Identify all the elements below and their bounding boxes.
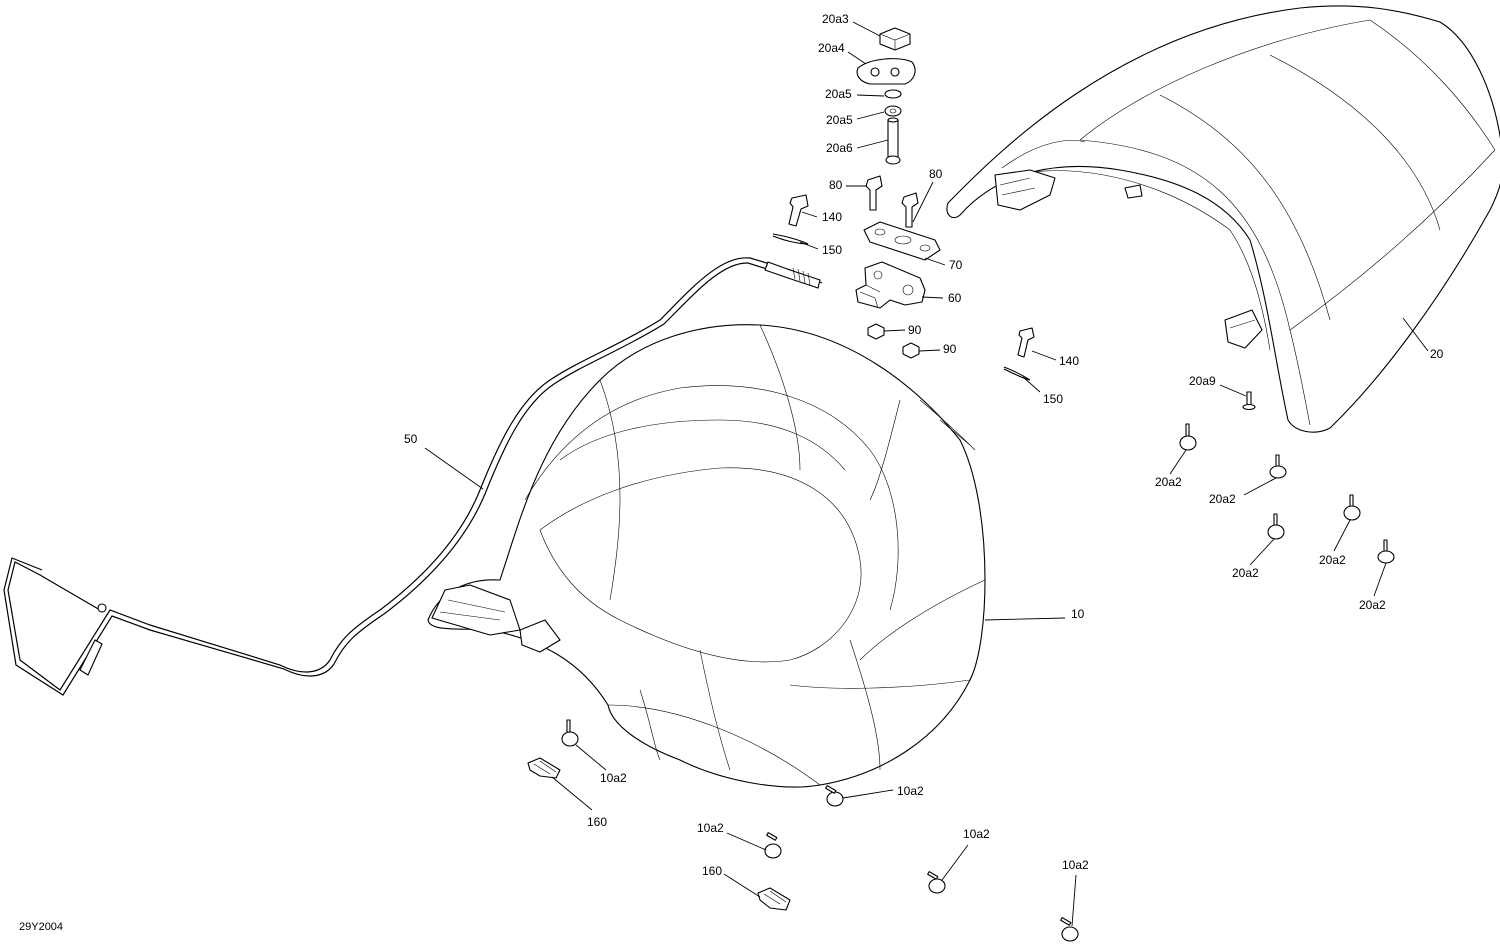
main-seat-part-10 <box>427 324 986 788</box>
callout-10: 10 <box>1071 607 1085 621</box>
drawing-id: 29Y2004 <box>19 921 63 933</box>
callout-10a2-2: 10a2 <box>897 784 924 798</box>
callout-140-top: 140 <box>822 210 842 224</box>
callout-80-left: 80 <box>829 178 843 192</box>
callout-20: 20 <box>1430 347 1444 361</box>
callout-150-top: 150 <box>822 243 842 257</box>
callout-20a2-2: 20a2 <box>1209 492 1236 506</box>
latch-hardware <box>772 27 1256 411</box>
bumpers-10a2 <box>561 719 1079 942</box>
callout-160-2: 160 <box>702 864 722 878</box>
callout-20a5-bottom: 20a5 <box>826 113 853 127</box>
callout-20a2-3: 20a2 <box>1232 566 1259 580</box>
callout-50: 50 <box>404 432 418 446</box>
callout-20a2-4: 20a2 <box>1319 553 1346 567</box>
callout-labels: 20a3 20a4 20a5 20a5 20a6 80 80 140 150 7… <box>19 12 1444 933</box>
callout-60: 60 <box>948 291 962 305</box>
leader-lines <box>424 21 1429 927</box>
callout-70: 70 <box>949 258 963 272</box>
callout-20a5-top: 20a5 <box>825 87 852 101</box>
callout-140-right: 140 <box>1059 354 1079 368</box>
callout-10a2-5: 10a2 <box>1062 858 1089 872</box>
clips-160 <box>527 757 791 911</box>
callout-20a2-5: 20a2 <box>1359 598 1386 612</box>
callout-20a6: 20a6 <box>826 141 853 155</box>
callout-10a2-3: 10a2 <box>697 821 724 835</box>
callout-10a2-1: 10a2 <box>600 771 627 785</box>
callout-160-1: 160 <box>587 815 607 829</box>
callout-20a2-1: 20a2 <box>1155 475 1182 489</box>
bumpers-20a2 <box>1179 423 1395 564</box>
callout-80-right: 80 <box>929 167 943 181</box>
rear-seat-part-20 <box>946 5 1500 433</box>
callout-150-right: 150 <box>1043 392 1063 406</box>
callout-90-top: 90 <box>908 323 922 337</box>
callout-20a4: 20a4 <box>818 41 845 55</box>
callout-10a2-4: 10a2 <box>963 827 990 841</box>
callout-20a3: 20a3 <box>822 12 849 26</box>
release-cable-part-50 <box>3 257 823 696</box>
callout-90-bottom: 90 <box>943 342 957 356</box>
callout-20a9: 20a9 <box>1189 374 1216 388</box>
